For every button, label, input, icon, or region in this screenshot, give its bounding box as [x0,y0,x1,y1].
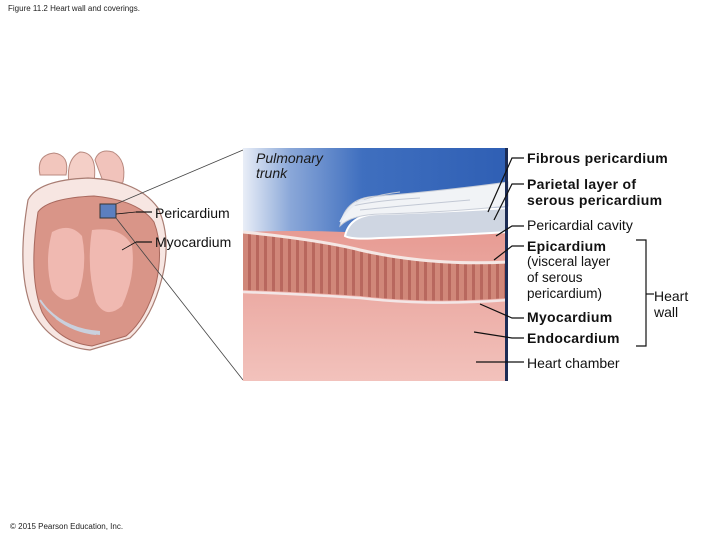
zoom-panel [242,148,509,381]
label-epicardium: Epicardium [527,238,607,254]
label-myocardium-left: Myocardium [155,234,232,250]
label-endocardium: Endocardium [527,330,620,346]
label-heart-wall: Heart wall [654,288,689,320]
label-fibrous-pericardium: Fibrous pericardium [527,150,669,166]
label-heart-chamber: Heart chamber [527,355,620,371]
label-pericardium: Pericardium [155,205,230,221]
copyright-notice: © 2015 Pearson Education, Inc. [10,522,124,531]
label-epicardium-note: (visceral layer of serous pericardium) [527,254,611,301]
label-pericardial-cavity: Pericardial cavity [527,217,633,233]
label-pulmonary-trunk: Pulmonary trunk [256,150,323,181]
figure-caption: Figure 11.2 Heart wall and coverings. [8,4,140,13]
heart-wall-bracket [636,239,647,347]
label-myocardium-right: Myocardium [527,309,613,325]
small-heart [22,150,167,351]
label-parietal-layer: Parietal layer of serous pericardium [527,176,663,208]
